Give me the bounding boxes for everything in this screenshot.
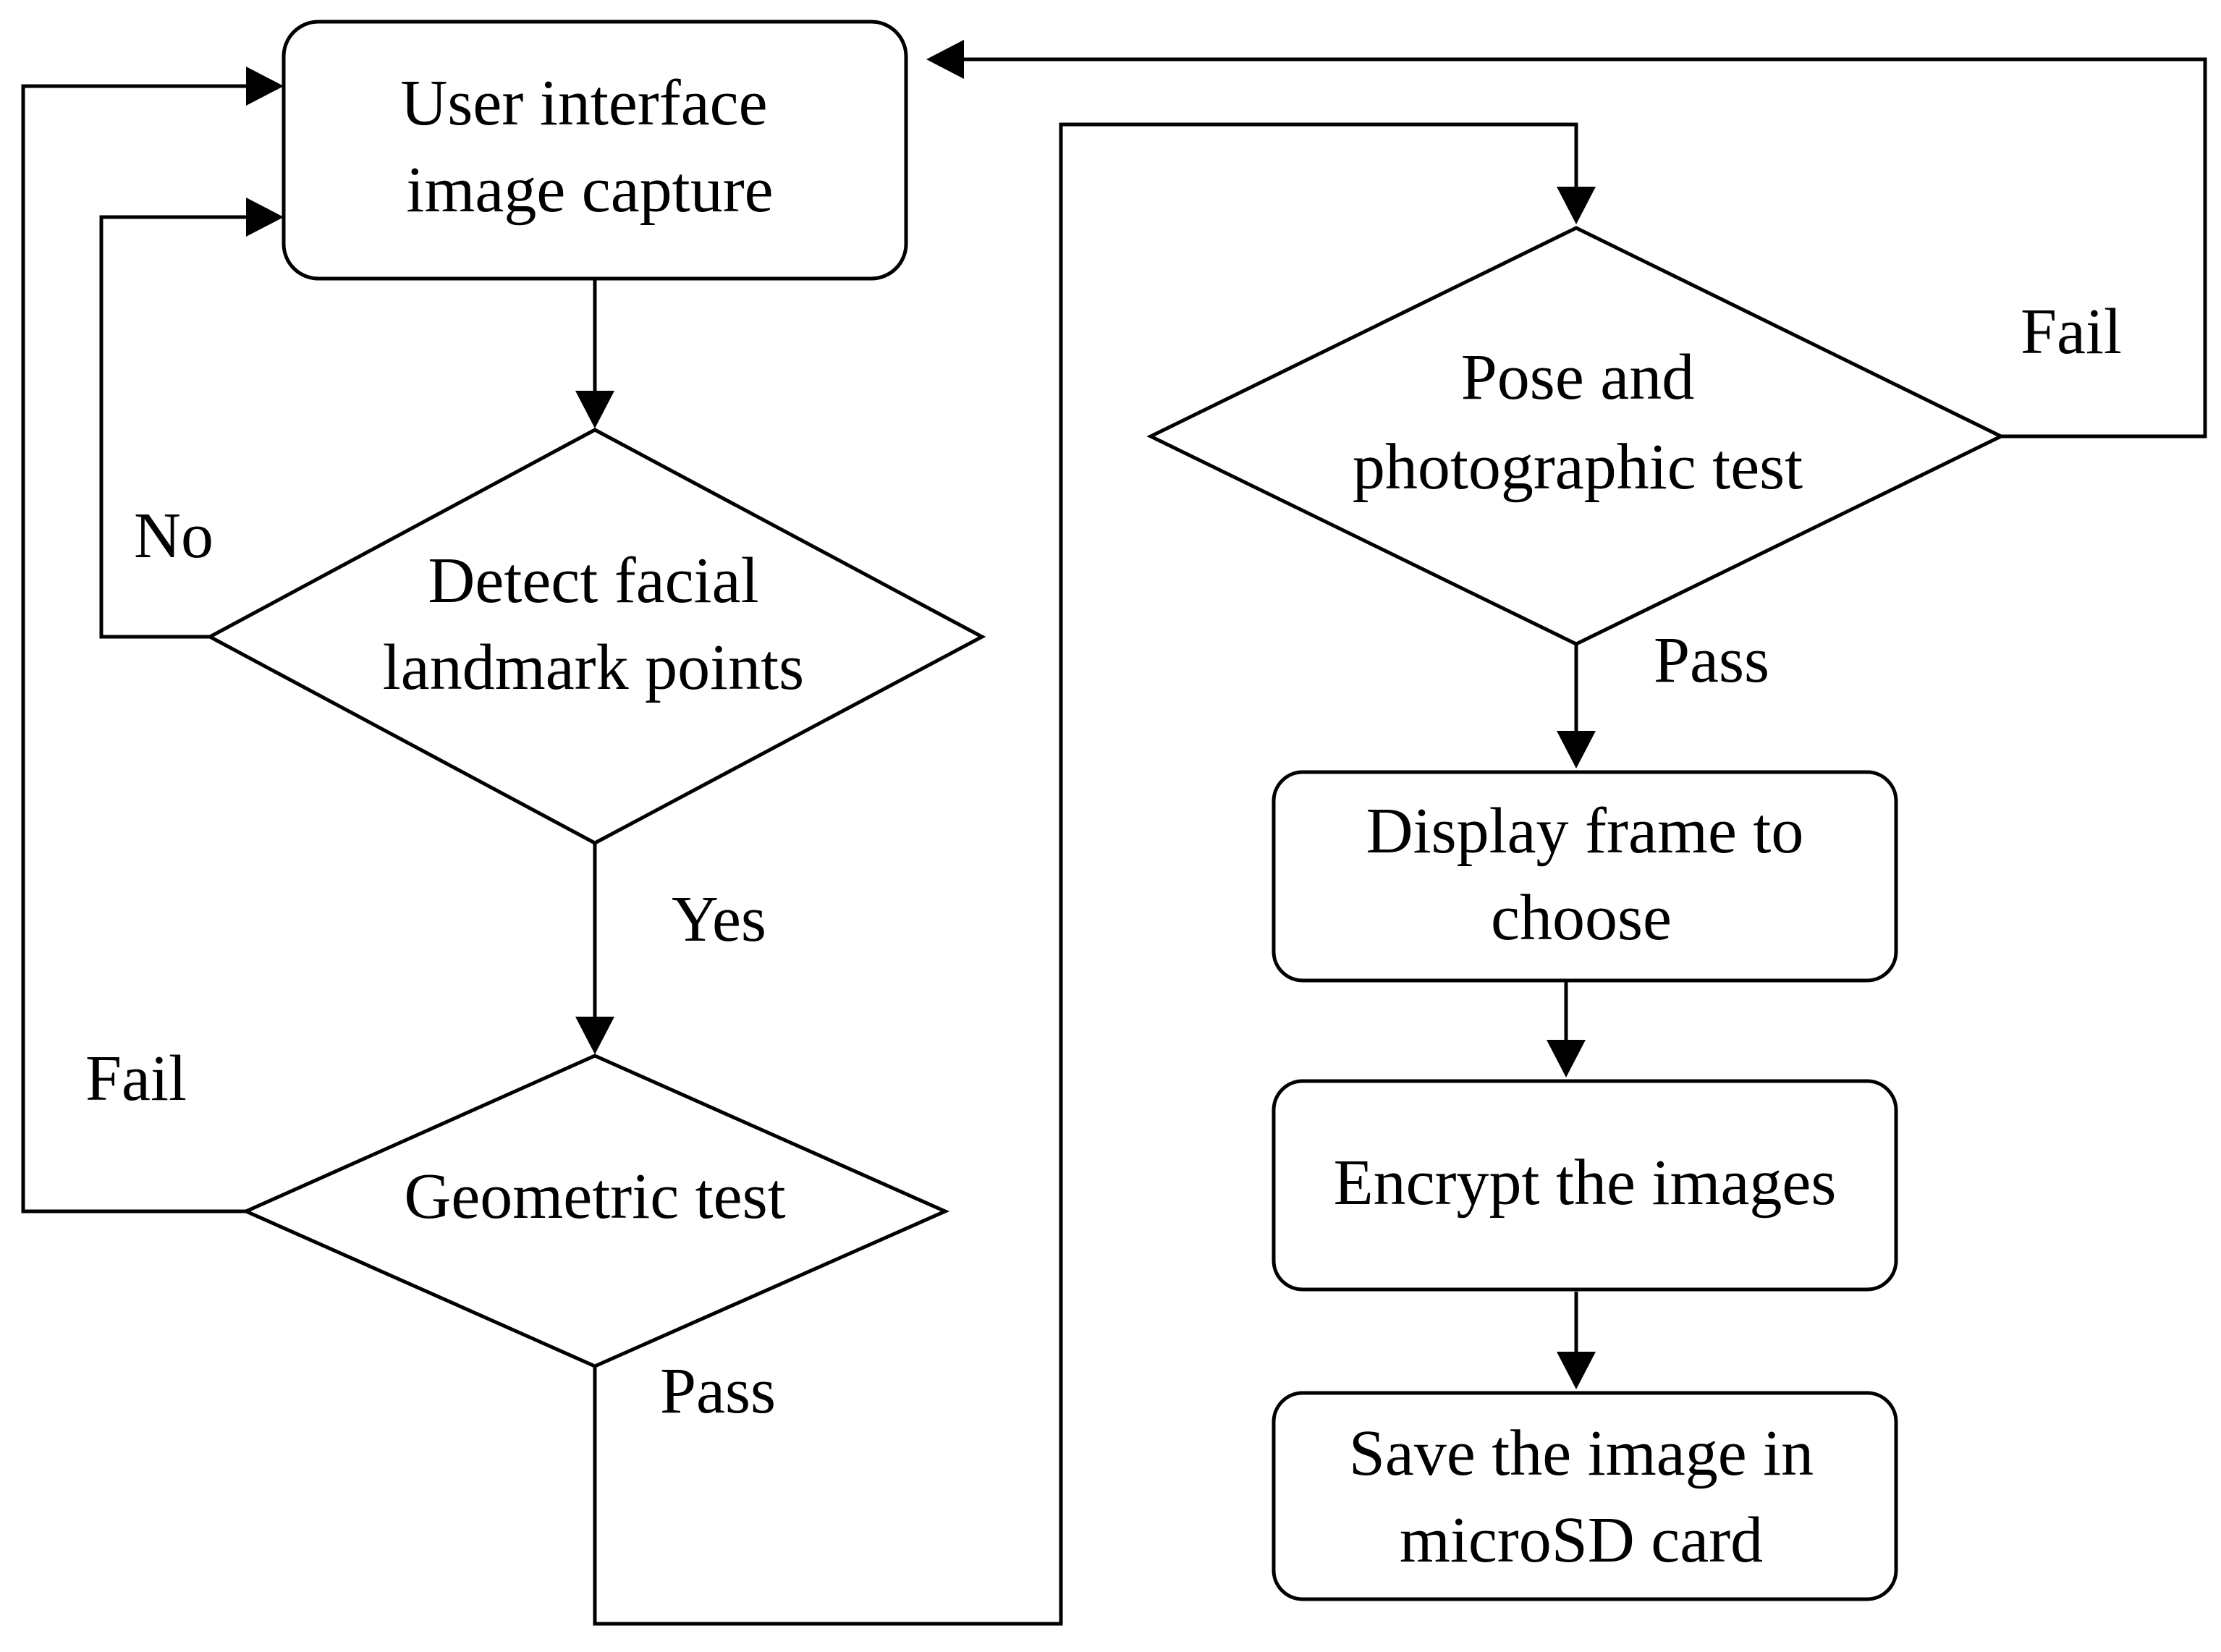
- edge-detect-to-geometric: [575, 843, 614, 1054]
- node-label-line-1: Geometric test: [404, 1161, 785, 1232]
- edge-encrypt-to-save: [1557, 1292, 1596, 1389]
- edge-pose-to-display: [1557, 644, 1596, 768]
- node-label-line-2: landmark points: [383, 632, 804, 703]
- edge-geometric-to-pose: [593, 122, 1596, 1626]
- node-user-interface-image-capture: User interface image capture: [282, 20, 908, 281]
- edge-capture-to-detect: [575, 279, 614, 428]
- node-label-line-1: Display frame to: [1366, 795, 1804, 867]
- node-label-line-1: Pose and: [1461, 342, 1694, 413]
- node-label-line-1: Save the image in: [1349, 1418, 1814, 1489]
- edge-label-fail-geometric: Fail: [85, 1043, 187, 1114]
- edge-geometric-fail-loop: [21, 67, 284, 1213]
- node-label-line-1: User interface: [400, 67, 767, 139]
- edge-pose-fail-loop: [926, 40, 2207, 439]
- node-display-frame-to-choose: Display frame to choose: [1272, 770, 1898, 983]
- node-label-line-2: microSD card: [1400, 1504, 1763, 1576]
- edge-detect-no-loop: [99, 198, 284, 639]
- edge-label-pass-pose: Pass: [1654, 624, 1769, 696]
- edge-label-fail-pose: Fail: [2021, 296, 2122, 368]
- node-label-line-2: choose: [1491, 882, 1672, 954]
- edge-display-to-encrypt: [1547, 980, 1586, 1077]
- node-label-line-1: Detect facial: [428, 545, 758, 617]
- node-save-image-microsd: Save the image in microSD card: [1272, 1391, 1898, 1601]
- edge-label-yes: Yes: [672, 884, 766, 955]
- edge-label-pass-geometric: Pass: [660, 1355, 776, 1427]
- node-label-line-1: Encrypt the images: [1334, 1147, 1837, 1219]
- node-geometric-test: Geometric test: [241, 1054, 950, 1368]
- node-detect-facial-landmark-points: Detect facial landmark points: [206, 428, 986, 845]
- node-label-line-2: image capture: [406, 154, 773, 226]
- node-label-line-2: photographic test: [1353, 431, 1803, 503]
- edge-label-no: No: [134, 500, 213, 572]
- node-encrypt-the-images: Encrypt the images: [1272, 1079, 1898, 1292]
- node-pose-and-photographic-test: Pose and photographic test: [1146, 226, 2005, 646]
